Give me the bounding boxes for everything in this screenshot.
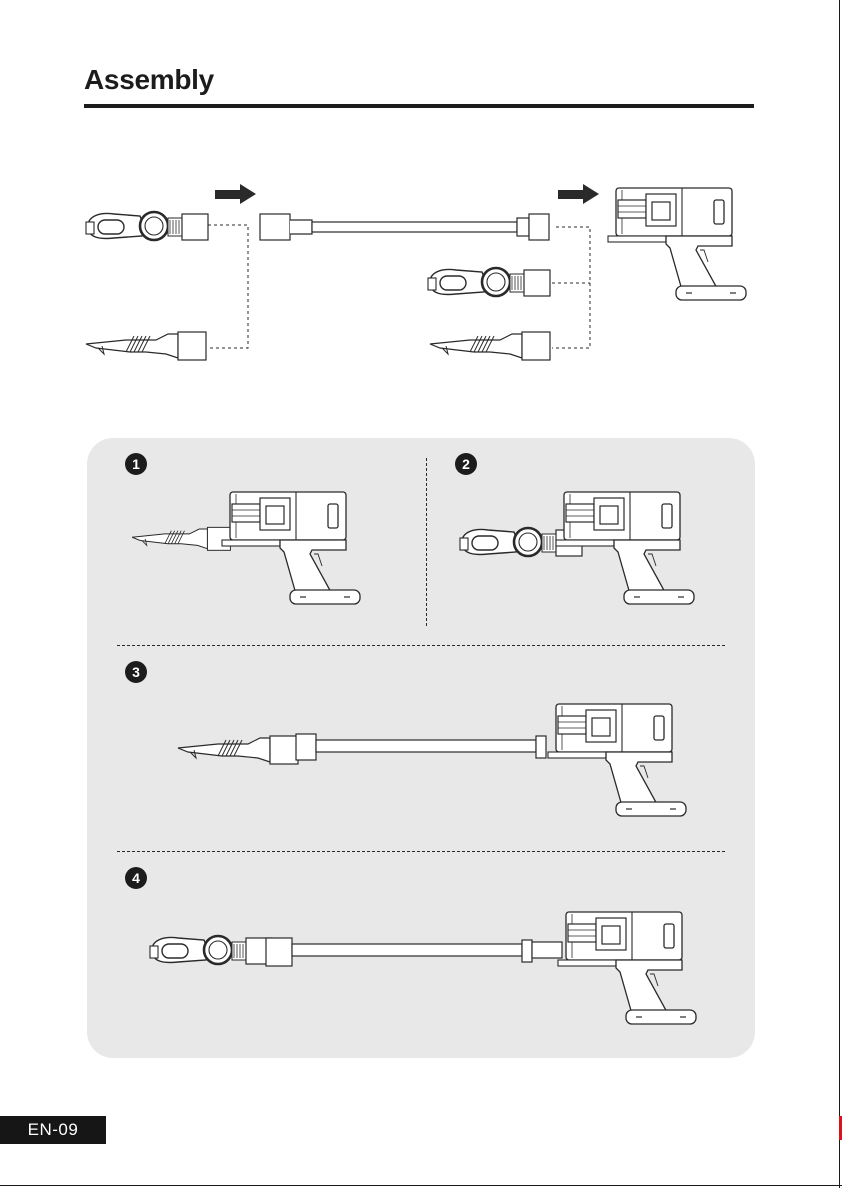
brush-head-icon [428, 268, 550, 296]
crevice-tool-icon [86, 332, 206, 360]
step-number-badge: 4 [125, 867, 147, 889]
arrow-right-icon [558, 184, 599, 204]
step-2-illustration [456, 488, 706, 608]
title-rule [84, 104, 754, 108]
page-title: Assembly [84, 64, 214, 96]
accessory-overview-diagram [80, 180, 760, 380]
step-divider [117, 645, 725, 646]
step-number-badge: 1 [125, 453, 147, 475]
step-4-illustration [146, 904, 726, 1028]
page-edge [0, 1185, 842, 1186]
arrow-right-icon [215, 184, 256, 204]
step-3-illustration [176, 700, 726, 820]
brush-head-icon [86, 212, 208, 240]
extension-wand-icon [260, 214, 549, 240]
crevice-tool-icon [430, 332, 550, 360]
vacuum-main-unit-icon [608, 188, 746, 300]
step-divider [426, 458, 427, 626]
step-number-badge: 3 [125, 661, 147, 683]
page-number-badge: EN-09 [0, 1116, 106, 1144]
page-edge [839, 0, 840, 1188]
step-number-badge: 2 [455, 453, 477, 475]
step-1-illustration [132, 488, 372, 608]
step-divider [117, 851, 725, 852]
